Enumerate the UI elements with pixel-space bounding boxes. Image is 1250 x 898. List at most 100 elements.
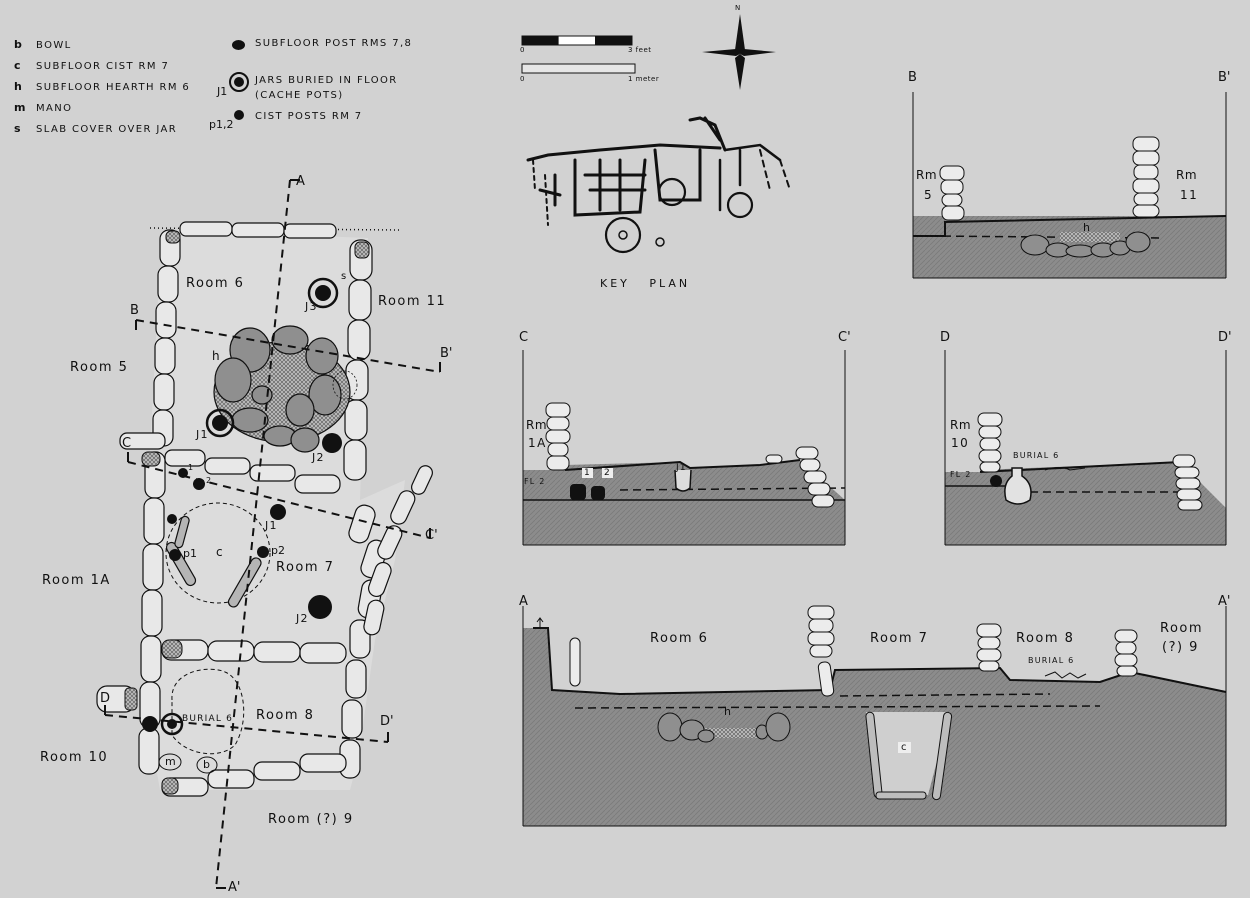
section-cc-post2-label: 2: [602, 468, 613, 478]
section-bb: [912, 92, 1227, 279]
feature-m-label: m: [165, 755, 177, 768]
legend-row-mano: m MANO: [14, 101, 72, 114]
legend-text: SLAB COVER OVER JAR: [36, 124, 178, 135]
section-cc-rm-number: 1A: [528, 436, 547, 450]
feature-b-label: b: [203, 758, 212, 771]
plan-b-prime-label: B': [440, 346, 453, 361]
room-1a-label: Room 1A: [42, 573, 111, 588]
legend-row-hearth: h SUBFLOOR HEARTH RM 6: [14, 80, 190, 93]
section-aa: [522, 605, 1227, 827]
section-aa-room9-number: (?) 9: [1162, 640, 1199, 655]
feature-p2-label: p2: [271, 544, 285, 557]
room-7-label: Room 7: [276, 560, 335, 575]
section-aa-h-label: h: [724, 705, 733, 718]
plan-a-prime-label: A': [228, 880, 241, 895]
legend-text: JARS BURIED IN FLOOR: [255, 75, 398, 86]
legend-text: SUBFLOOR POST RMS 7,8: [255, 38, 413, 49]
section-dd-burial-label: BURIAL 6: [1013, 451, 1060, 460]
section-bb-rm11-label: Rm: [1176, 168, 1198, 182]
jar-core-icon: [234, 77, 244, 87]
section-c-label: C: [519, 330, 529, 345]
room-5-label: Room 5: [70, 360, 129, 375]
legend-text: BOWL: [36, 40, 72, 51]
cist-post-symbol-icon: [234, 110, 244, 120]
section-dd-rm-number: 10: [951, 436, 970, 450]
scale-feet-end: 3 feet: [628, 46, 652, 54]
section-cc: [522, 350, 846, 546]
legend-row-cist: c SUBFLOOR CIST RM 7: [14, 59, 169, 72]
section-dd-rm-label: Rm: [950, 418, 972, 432]
section-cc-post1-label: 1: [582, 468, 593, 478]
plan-c-prime-label: C': [425, 528, 438, 543]
feature-j2-room7-label: J2: [296, 612, 309, 625]
room-10-label: Room 10: [40, 750, 109, 765]
legend-key: s: [14, 122, 21, 135]
plan-b-label: B: [130, 303, 139, 318]
burial-6-plan-label: BURIAL 6: [182, 714, 234, 724]
legend-row-jars-sub: (CACHE POTS): [255, 90, 344, 101]
section-d-prime-label: D': [1218, 330, 1232, 345]
legend-key-j1: J1: [217, 85, 228, 98]
section-cc-fl-label: FL 2: [524, 477, 546, 486]
feature-s-label: s: [341, 271, 348, 282]
section-dd-fl-label: FL 2: [950, 470, 972, 479]
legend-text: SUBFLOOR CIST RM 7: [36, 61, 170, 72]
post-symbol-icon: [232, 40, 245, 50]
scale-meter-start: 0: [520, 75, 526, 83]
legend-row-bowl: b BOWL: [14, 38, 72, 51]
site-plan: [96, 179, 441, 889]
legend-text: CIST POSTS RM 7: [255, 111, 363, 122]
feature-c-label: c: [216, 545, 224, 559]
section-b-prime-label: B': [1218, 70, 1231, 85]
legend-key: h: [14, 80, 22, 93]
section-aa-c-label: c: [898, 742, 911, 753]
section-a-prime-label: A': [1218, 594, 1231, 609]
section-bb-rm5-label: Rm: [916, 168, 938, 182]
legend-text: (CACHE POTS): [255, 90, 344, 101]
feature-j2-label: J2: [312, 451, 325, 464]
key-plan-label: KEY PLAN: [600, 277, 691, 290]
section-aa-room6-label: Room 6: [650, 631, 709, 646]
room-9-label: Room (?) 9: [268, 812, 354, 827]
north-label: N: [735, 4, 742, 12]
feature-j3-label: J3: [305, 300, 318, 313]
legend-key: c: [14, 59, 21, 72]
section-a-label: A: [519, 594, 528, 609]
feature-h-label: h: [212, 349, 221, 363]
scale-meter-end: 1 meter: [628, 75, 660, 83]
legend-row-jars: JARS BURIED IN FLOOR: [255, 75, 398, 86]
post-2-label: 2: [206, 476, 213, 485]
jar-symbol-icon: [229, 72, 249, 92]
feature-p1-label: p1: [183, 547, 197, 560]
plan-c-label: C: [122, 436, 132, 451]
legend-row-cist-posts: CIST POSTS RM 7: [255, 111, 363, 122]
section-d-label: D: [940, 330, 951, 345]
legend-row-post: SUBFLOOR POST RMS 7,8: [255, 38, 412, 49]
legend-key: b: [14, 38, 22, 51]
plan-d-prime-label: D': [380, 714, 394, 729]
legend-text: MANO: [36, 103, 73, 114]
feature-j1-label: J1: [196, 428, 209, 441]
section-aa-room7-label: Room 7: [870, 631, 929, 646]
section-aa-burial-label: BURIAL 6: [1028, 656, 1075, 665]
legend-row-slab: s SLAB COVER OVER JAR: [14, 122, 177, 135]
section-aa-room8-label: Room 8: [1016, 631, 1075, 646]
section-dd: [944, 350, 1227, 546]
scale-bars: [521, 35, 636, 74]
legend-key-p12: p1,2: [209, 118, 234, 131]
legend-text: SUBFLOOR HEARTH RM 6: [36, 82, 191, 93]
north-arrow-icon: [702, 14, 776, 90]
feature-j1-room7-label: J1: [265, 519, 278, 532]
legend-key: m: [14, 101, 26, 114]
section-cc-j-label: J1: [676, 463, 687, 473]
section-c-prime-label: C': [838, 330, 851, 345]
room-8-label: Room 8: [256, 708, 315, 723]
section-b-label: B: [908, 70, 917, 85]
plan-d-label: D: [100, 691, 111, 706]
key-plan: [526, 116, 791, 254]
room-6-label: Room 6: [186, 276, 245, 291]
section-aa-room9-label: Room: [1160, 621, 1204, 636]
section-cc-rm-label: Rm: [526, 418, 548, 432]
section-bb-h-label: h: [1083, 221, 1092, 234]
